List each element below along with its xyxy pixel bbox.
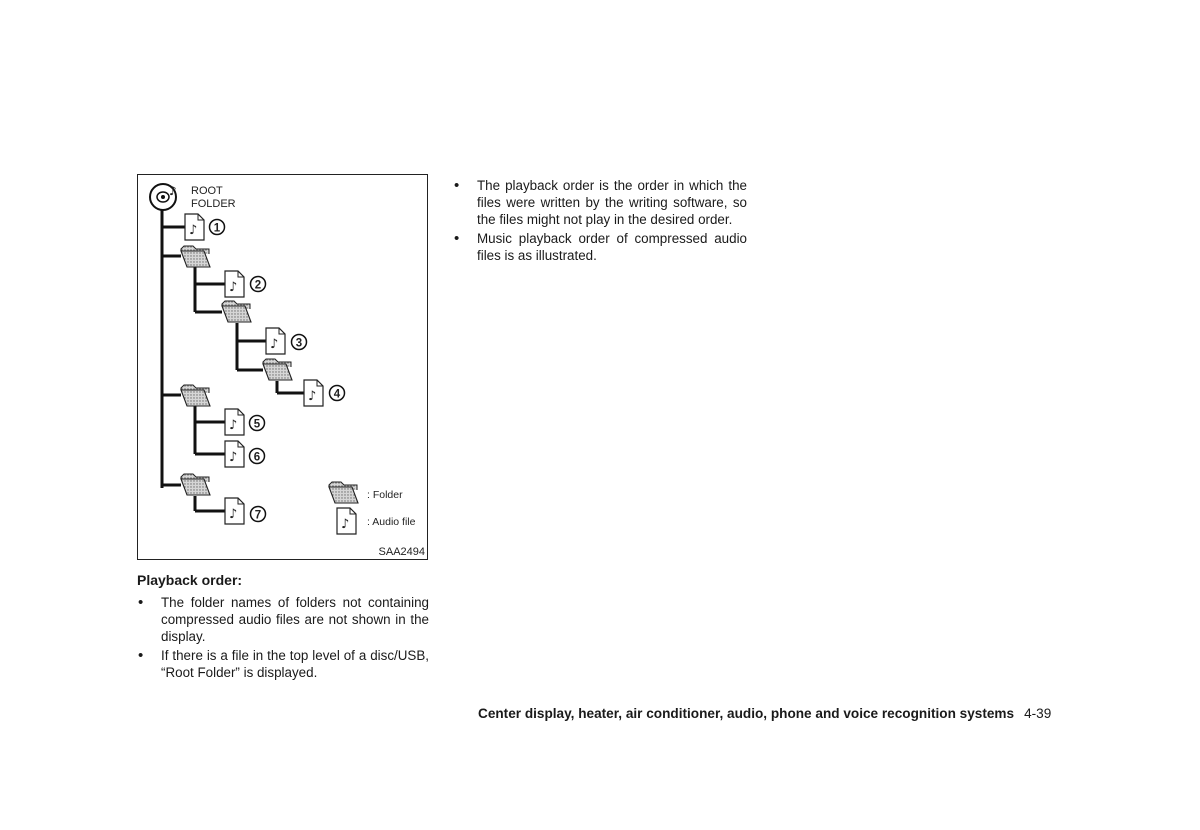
legend-audio-file-icon [336,507,357,535]
tree-lines [160,209,304,513]
root-label-line2: FOLDER [191,198,236,210]
folder-tree-diagram: ♪ ♪ ROOT FOLDER [149,183,425,558]
audio-file-icon [224,408,245,436]
audio-file-icon [224,440,245,468]
audio-file-icon [265,327,286,355]
svg-text:3: 3 [296,338,302,350]
list-item: The playback order is the order in which… [453,177,747,228]
folder-icon [262,358,293,381]
svg-text:6: 6 [254,452,260,464]
figure-code: SAA2494 [379,546,425,558]
folder-icon [180,473,211,496]
audio-file-icon [303,379,324,407]
file-number-badge: 5 [248,414,266,432]
file-number-badge: 3 [290,333,308,351]
folder-icon [180,245,211,268]
file-number-badge: 7 [249,505,267,523]
file-number-badge: 6 [248,447,266,465]
playback-order-figure: ♪ ♪ ROOT FOLDER [137,174,428,560]
root-label-line1: ROOT [191,185,223,197]
svg-text:5: 5 [254,419,261,431]
svg-text:2: 2 [255,280,261,292]
legend-folder-label: : Folder [367,489,403,501]
audio-file-icon [224,270,245,298]
page-number: 4-39 [1024,706,1052,721]
footer-section-title: Center display, heater, air conditioner,… [478,706,1015,721]
legend-folder-icon [328,481,359,504]
list-item: The folder names of folders not containi… [137,594,429,645]
svg-text:1: 1 [214,223,221,235]
page-footer: Center display, heater, air conditioner,… [478,706,1051,721]
legend-file-label: : Audio file [367,516,416,528]
svg-text:7: 7 [255,510,261,522]
folder-icon [180,384,211,407]
audio-file-icon [184,213,205,241]
playback-order-heading: Playback order: [137,572,243,588]
list-item: Music playback order of compressed audio… [453,230,747,264]
file-number-badge: 1 [208,218,226,236]
audio-file-icon [224,497,245,525]
list-item: If there is a file in the top level of a… [137,647,429,681]
disc-icon: ♪ [149,183,177,211]
svg-text:♪: ♪ [169,184,177,198]
file-number-badge: 2 [249,275,267,293]
folder-icon [221,300,252,323]
svg-text:4: 4 [334,389,341,401]
right-bullet-list: The playback order is the order in which… [453,177,747,266]
file-number-badge: 4 [328,384,346,402]
left-bullet-list: The folder names of folders not containi… [137,594,429,683]
